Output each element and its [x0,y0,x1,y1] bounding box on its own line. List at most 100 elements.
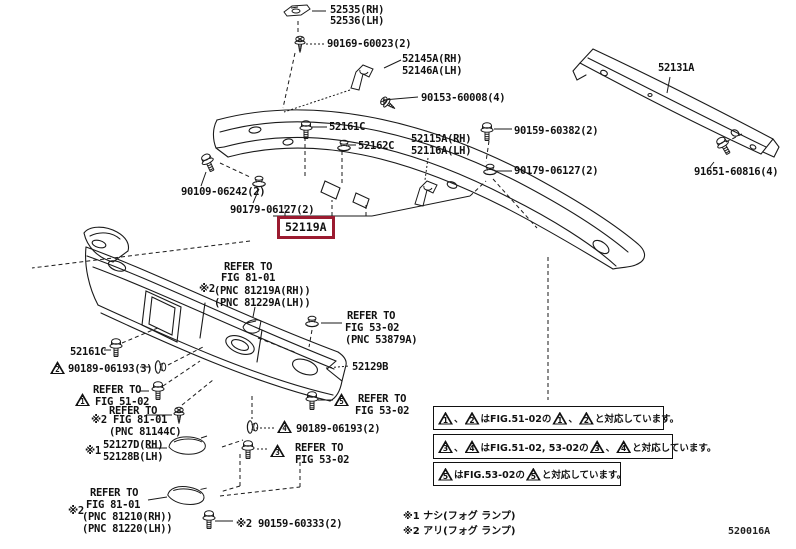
triangle-marker-1: 1 [75,393,90,406]
label-52116a-lh: 52116A(LH) [411,145,472,157]
selected-part-highlight[interactable]: 52119A [277,216,335,239]
label-52129b: 52129B [352,361,389,373]
cover-52127d-icon [168,435,208,455]
label-52146a-lh: 52146A(LH) [402,65,463,77]
label-refer-fig8101-top-mark: ※2 [199,283,215,295]
bracket-52115a-icon [414,180,438,207]
legend-text: と対応しています。 [594,414,680,425]
label-refer-fig8101-top-line2: FIG 81-01 [221,272,276,284]
triangle-marker-4: 4 [616,440,632,453]
clip-53879a-icon [305,315,319,328]
triangle-marker-1: 1 [438,411,453,425]
legend-text: 、 [454,414,464,425]
label-refer-fig5102-line1: REFER TO [93,384,142,396]
bolt-52161c-left-icon [109,338,123,357]
bolt-fig5302-right-icon [305,391,319,410]
label-refer-fig8101-bot-line2: FIG 81-01 [86,499,141,511]
bumper-artwork [83,48,780,402]
bracket-52535-icon [283,4,311,17]
legend-text: はFIG.51-02の [480,414,552,425]
label-refer-fig5302-right-line1: REFER TO [358,393,407,405]
label-90169-60023: 90169-60023(2) [327,38,412,50]
label-90179-06127-left: 90179-06127(2) [230,204,315,216]
clip-90189-2-icon [246,420,259,434]
label-refer-fig5302-low-line1: REFER TO [295,442,344,454]
note-without-fog-lamp: ※1 ナシ(フォグ ランプ) [403,511,516,522]
label-90159-60333: ※2 90159-60333(2) [236,518,343,530]
label-refer-fig5102-line2: FIG 51-02 [95,396,150,408]
triangle-marker-2: 2 [50,361,65,374]
screw-90169-60023-icon [294,35,306,53]
label-52162c: 52162C [358,140,395,152]
triangle-marker-1: 1 [552,411,568,425]
legend-text: はFIG.53-02の [454,470,525,481]
legend-text: と対応しています。 [632,442,717,454]
triangle-marker-4: 4 [277,420,292,433]
leader-lines [31,10,743,522]
bolt-90159-60382-icon [480,122,494,141]
triangle-marker-2: 2 [464,411,480,425]
clip-52162c-icon [337,139,351,152]
legend-text: と対応しています。 [541,470,627,481]
label-pnc-53879a: (PNC 53879A) [345,334,418,346]
label-90189-06193-3: 90189-06193(3) [68,363,153,375]
label-90179-06127-right: 90179-06127(2) [514,165,599,177]
label-refer-fig8101-bot-line1: REFER TO [90,487,139,499]
label-52161c-left: 52161C [70,346,107,358]
triangle-marker-3: 3 [270,444,285,457]
label-pnc-81210-rh: (PNC 81210(RH)) [82,511,173,523]
label-52161c-top: 52161C [329,121,366,133]
label-refer-fig5302-top-line2: FIG 53-02 [345,322,400,334]
bolt-91651-60816-icon [713,134,735,158]
triangle-marker-5: 5 [438,467,453,481]
label-90189-06193-2: 90189-06193(2) [296,423,381,435]
legend-text: 、 [605,442,616,454]
triangle-marker-5: 5 [525,467,541,481]
clip-90179-right-icon [483,163,497,176]
label-90153-60008: 90153-60008(4) [421,92,506,104]
figure-code: 520016A [728,526,771,537]
label-52128b-lh: 52128B(LH) [103,451,164,463]
label-91651-60816: 91651-60816(4) [694,166,779,178]
label-refer-fig5302-top-line1: REFER TO [347,310,396,322]
bolt-fig5102-icon [151,381,165,400]
label-refer-fig8101-mid-line1: REFER TO [109,405,158,417]
screw-81144c-icon [173,406,185,424]
label-52145a-rh: 52145A(RH) [402,53,463,65]
label-refer-fig5302-right-line2: FIG 53-02 [355,405,410,417]
bracket-52145a-icon [350,64,374,91]
label-52535-rh: 52535(RH) [330,4,385,16]
triangle-marker-5: 5 [334,393,349,406]
legend-text: はFIG.51-02, 53-02の [480,442,589,454]
label-90109-06242: 90109-06242(2) [181,186,266,198]
label-refer-fig8101-bot-mark: ※2 [68,505,84,517]
bolt-fig5302-low-icon [241,440,255,459]
screw-90153-60008-icon [378,94,399,114]
label-90159-60382: 90159-60382(2) [514,125,599,137]
legend-text: 、 [568,414,578,425]
label-pnc-81220-lh: (PNC 81220(LH)) [82,523,173,535]
label-pnc-81144c: (PNC 81144C) [109,426,182,438]
label-52536-lh: 52536(LH) [330,15,385,27]
note-with-fog-lamp: ※2 アリ(フォグ ランプ) [403,526,516,537]
label-52127d-rh: 52127D(RH) [103,439,164,451]
triangle-marker-3: 3 [438,440,453,453]
cover-81210-icon [166,483,208,507]
bolt-90109-06242-icon [198,151,219,174]
label-52127d-mark: ※1 [85,445,101,457]
bolt-90159-60333-icon [202,510,216,529]
part-81219a-icon [242,319,262,334]
label-refer-fig8101-top-line1: REFER TO [224,261,273,273]
label-pnc-81219a-rh: (PNC 81219A(RH)) [214,285,311,297]
label-pnc-81229a-lh: (PNC 81229A(LH)) [214,297,311,309]
triangle-marker-3: 3 [589,440,605,453]
bolt-52161c-top-icon [299,120,313,139]
label-refer-fig5302-low-line2: FIG 53-02 [295,454,350,466]
triangle-marker-2: 2 [578,411,594,425]
label-52131a: 52131A [658,62,695,74]
